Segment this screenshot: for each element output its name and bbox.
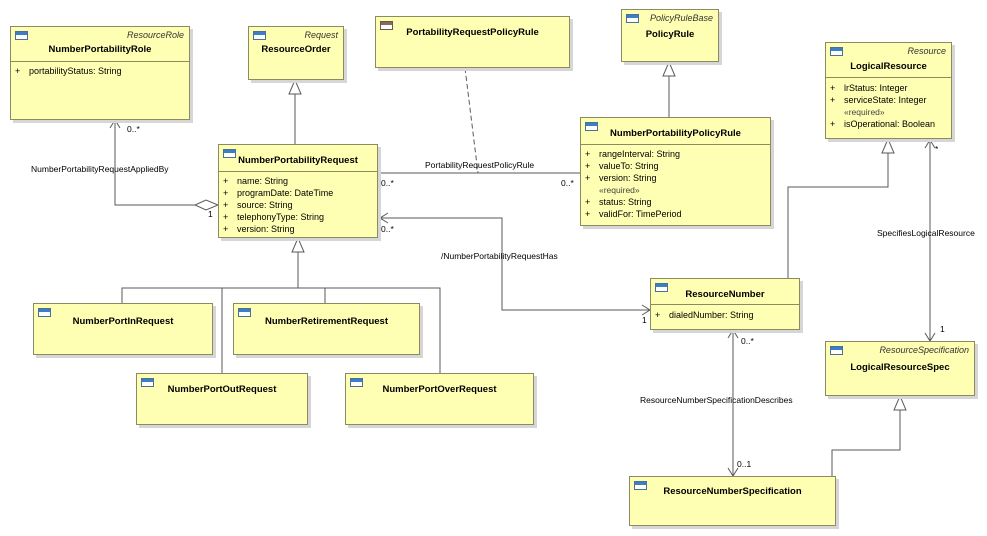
gen-bus [121,287,441,373]
class-number-portability-policy-rule[interactable]: NumberPortabilityPolicyRule +rangeInterv… [580,117,771,226]
stereotype: ResourceRole [126,30,184,40]
mult-spec-end: 1 [940,324,945,334]
class-icon [655,283,668,292]
attribute: +status: String [585,197,652,207]
assoc-npr-resourcenumber [380,217,650,311]
mult-spec-describes: 0..1 [737,459,752,469]
attribute: +version: String [223,224,295,234]
class-icon [830,47,843,56]
mult-number-has: 1 [642,315,647,325]
mult-npr-has: 0..* [381,224,394,234]
class-name: NumberPortOverRequest [382,384,497,395]
attribute: +source: String [223,200,293,210]
gen-arrow-resourceorder [288,78,302,95]
class-logical-resource-spec[interactable]: ResourceSpecification LogicalResourceSpe… [825,341,975,396]
association-class-icon [380,21,393,30]
class-resource-number-specification[interactable]: ResourceNumberSpecification [629,476,836,526]
mult-rule-policy: 0..* [561,178,574,188]
class-resource-order[interactable]: Request ResourceOrder [248,26,344,80]
gen-arrow-npr [291,236,305,253]
class-name: ResourceNumber [685,289,765,300]
class-icon [223,149,236,158]
class-icon [585,122,598,131]
attribute: +portabilityStatus: String [15,66,122,76]
class-icon [253,31,266,40]
stereotype: Request [304,30,338,40]
class-name: NumberPortabilityPolicyRule [610,128,741,139]
assoc-role-npr [114,120,195,206]
class-icon [141,378,154,387]
attribute: +dialedNumber: String [655,310,754,320]
assoc-label-appliedby: NumberPortabilityRequestAppliedBy [31,164,169,174]
stereotype-tag: «required» [844,107,885,117]
class-name: PortabilityRequestPolicyRule [406,27,539,38]
class-number-portability-request[interactable]: NumberPortabilityRequest +name: String +… [218,144,378,238]
attribute: +lrStatus: Integer [830,83,908,93]
class-policy-rule[interactable]: PolicyRuleBase PolicyRule [621,9,719,62]
attribute: +version: String [585,173,657,183]
assoc-label-requesthas: /NumberPortabilityRequestHas [441,251,558,261]
class-icon [38,308,51,317]
class-number-retirement-request[interactable]: NumberRetirementRequest [233,303,420,355]
attribute: +name: String [223,176,289,186]
attribute: +isOperational: Boolean [830,119,936,129]
stereotype: Resource [907,46,946,56]
mult-npr-policy: 0..* [381,178,394,188]
attribute: +rangeInterval: String [585,149,681,159]
class-icon [238,308,251,317]
class-name: ResourceNumberSpecification [663,486,802,497]
class-icon [350,378,363,387]
class-icon [634,481,647,490]
gen-arrow-lr [881,137,895,154]
attribute: +telephonyType: String [223,212,325,222]
attribute: +serviceState: Integer [830,95,927,105]
class-name: LogicalResourceSpec [850,362,950,373]
gen-rns-lrs [831,410,901,476]
arrow-to-lr [924,139,936,149]
class-icon [15,31,28,40]
class-name: NumberPortabilityRequest [238,155,358,166]
class-name: ResourceOrder [261,44,331,55]
mult-role-end: 0..* [127,124,140,134]
assoc-class-link [464,67,479,174]
assoc-label-policyrule: PortabilityRequestPolicyRule [425,160,535,170]
attribute: +validFor: TimePeriod [585,209,682,219]
class-icon [830,346,843,355]
gen-rn-lr [787,153,889,278]
arrow-to-rn [727,329,739,339]
assoc-label-specdescribes: ResourceNumberSpecificationDescribes [640,395,793,405]
gen-arrow-policyrule [662,60,676,77]
gen-arrow-lrs [893,394,907,411]
aggregation-diamond [193,199,220,211]
class-number-portability-role[interactable]: ResourceRole NumberPortabilityRole +port… [10,26,190,120]
stereotype-tag: «required» [599,185,640,195]
class-portability-request-policy-rule[interactable]: PortabilityRequestPolicyRule [375,16,570,68]
attribute: +valueTo: String [585,161,659,171]
class-name: NumberPortabilityRole [48,44,152,55]
stereotype: ResourceSpecification [879,345,969,355]
class-number-port-in-request[interactable]: NumberPortInRequest [33,303,213,355]
attribute: +programDate: DateTime [223,188,334,198]
class-name: NumberPortInRequest [72,316,174,327]
arrow-to-role [109,119,121,129]
mult-number-describes: 0..* [741,336,754,346]
class-name: LogicalResource [850,61,927,72]
class-number-port-out-request[interactable]: NumberPortOutRequest [136,373,308,425]
class-icon [626,14,639,23]
class-name: NumberPortOutRequest [167,384,277,395]
stereotype: PolicyRuleBase [649,13,713,23]
class-name: NumberRetirementRequest [265,316,388,327]
mult-request-end: 1 [208,209,213,219]
mult-lr-end: * [935,144,939,154]
arrow-to-npr [379,212,389,224]
assoc-label-specifieslr: SpecifiesLogicalResource [877,228,975,238]
class-name: PolicyRule [645,29,695,40]
class-number-port-over-request[interactable]: NumberPortOverRequest [345,373,534,425]
class-logical-resource[interactable]: Resource LogicalResource +lrStatus: Inte… [825,42,952,139]
class-resource-number[interactable]: ResourceNumber +dialedNumber: String [650,278,800,330]
